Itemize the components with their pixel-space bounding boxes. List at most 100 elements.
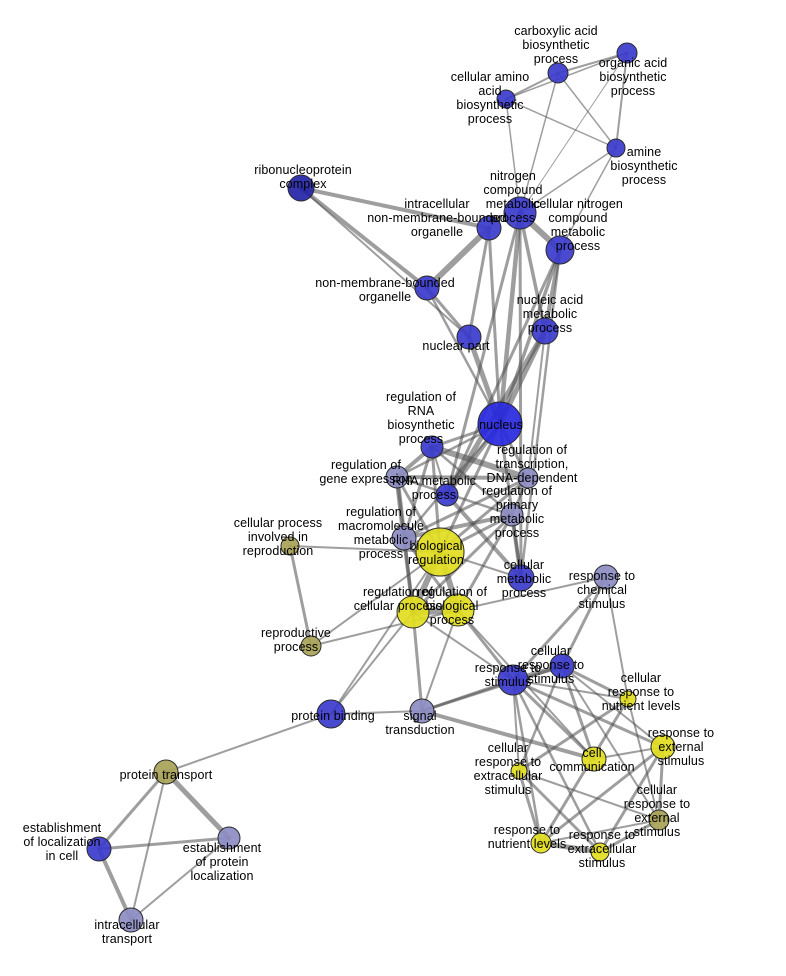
edge-response_nutrient_levels--cellular_response_nutrient_levels [539,697,630,845]
edge-cellular_amino_acid_biosynthetic--amine_biosynthetic [505,98,617,149]
edge-carboxylic_acid_biosynthetic--nitrogen_compound_metabolic [519,72,559,214]
edge-regulation_cellular_process--response_stimulus [412,611,514,681]
edge-response_nutrient_levels--cellular_response_external_stimulus [540,819,660,844]
edge-reproductive_process--biological_regulation [310,551,441,647]
edge-cellular_process_reproduction--biological_regulation [289,545,441,553]
edge-intracellular_non_membrane_bounded_organelle--non_membrane_bounded_organelle [424,225,492,291]
node-establishment_localization_in_cell [86,836,112,862]
edge-signal_transduction--cell_communication [420,709,596,761]
node-nitrogen_compound_metabolic [503,196,537,230]
edge-response_extracellular_stimulus--cellular_response_extracellular_stimulus [517,769,602,854]
node-regulation_rna_biosynthetic [420,435,444,459]
edge-nitrogen_compound_metabolic--nucleus [497,210,523,427]
node-cellular_response_nutrient_levels [619,690,637,708]
edge-response_chemical_stimulus--regulation_biological_process [457,576,607,611]
node-cellular_nitrogen_compound_metabolic [545,235,575,265]
edge-nitrogen_compound_metabolic--nucleic_acid_metabolic [518,211,547,333]
edge-nitrogen_compound_metabolic--rna_metabolic [445,211,522,497]
edge-response_extracellular_stimulus--cellular_response_external_stimulus [598,818,661,854]
node-establishment_protein_localization [217,826,241,850]
edge-regulation_rna_biosynthetic--regulation_transcription_dna_dependent [429,444,531,481]
edge-cellular_process_reproduction--reproductive_process [288,544,313,648]
edge-response_stimulus--cell_communication [511,678,596,761]
nodes-layer [86,42,676,933]
edge-reproductive_process--regulation_biological_process [310,609,459,647]
edge-cellular_response_stimulus--cell_communication [560,664,596,761]
edge-response_stimulus--response_nutrient_levels [511,678,543,845]
node-regulation_transcription_dna_dependent [517,467,539,489]
edge-rna_metabolic--cellular_metabolic [445,493,523,580]
edge-regulation_cellular_process--signal_transduction [411,610,424,713]
edge-carboxylic_acid_biosynthetic--amine_biosynthetic [557,72,617,149]
node-ribonucleoprotein_complex [287,174,315,202]
node-organic_acid_biosynthetic [616,42,638,64]
node-label-protein_binding: protein binding [291,709,375,723]
node-response_stimulus [497,664,529,696]
node-non_membrane_bounded_organelle [414,275,440,301]
node-regulation_cellular_process [396,595,430,629]
edge-cellular_response_stimulus--cellular_response_extracellular_stimulus [517,664,564,773]
node-protein_binding [316,699,346,729]
edge-response_chemical_stimulus--cellular_response_nutrient_levels [605,576,629,700]
edge-cellular_response_stimulus--cellular_response_external_stimulus [561,665,660,821]
edge-response_chemical_stimulus--cellular_response_stimulus [560,575,608,668]
edge-intracellular_non_membrane_bounded_organelle--nucleus [487,226,502,426]
node-label-nuclear_part: nuclear part [422,339,490,353]
node-cellular_process_reproduction [280,536,300,556]
edge-protein_transport--establishment_protein_localization [163,769,232,841]
edge-protein_binding--regulation_cellular_process [330,611,414,715]
edge-organic_acid_biosynthetic--amine_biosynthetic [615,52,628,149]
edge-response_chemical_stimulus--response_stimulus [511,575,608,682]
edge-amine_biosynthetic--nitrogen_compound_metabolic [519,147,617,214]
edge-protein_binding--protein_transport [165,713,332,773]
edge-cellular_response_nutrient_levels--cellular_response_extracellular_stimulus [517,697,630,773]
node-signal_transduction [409,698,435,724]
node-response_external_stimulus [650,734,676,760]
edge-protein_binding--signal_transduction [330,710,423,715]
node-nuclear_part [456,324,482,350]
edge-protein_binding--biological_regulation [330,551,441,715]
edge-cellular_response_stimulus--signal_transduction [420,664,564,713]
edge-cellular_nitrogen_compound_metabolic--cellular_metabolic [519,248,562,580]
edge-establishment_protein_localization--establishment_localization_in_cell [97,836,231,851]
edge-establishment_protein_localization--intracellular_transport [130,837,230,921]
edge-organic_acid_biosynthetic--nitrogen_compound_metabolic [519,52,628,214]
node-intracellular_transport [118,907,144,933]
edge-carboxylic_acid_biosynthetic--organic_acid_biosynthetic [557,52,628,74]
node-reproductive_process [300,635,322,657]
edge-establishment_localization_in_cell--intracellular_transport [97,847,133,922]
edge-cellular_response_stimulus--response_external_stimulus [561,665,664,748]
node-cellular_response_extracellular_stimulus [510,762,528,780]
node-cell_communication [581,746,607,772]
edge-cellular_response_extracellular_stimulus--cellular_response_external_stimulus [518,770,660,821]
edge-cellular_amino_acid_biosynthetic--nitrogen_compound_metabolic [505,98,521,214]
node-response_extracellular_stimulus [590,842,610,862]
edge-ribonucleoprotein_complex--intracellular_non_membrane_bounded_organelle [299,186,491,230]
